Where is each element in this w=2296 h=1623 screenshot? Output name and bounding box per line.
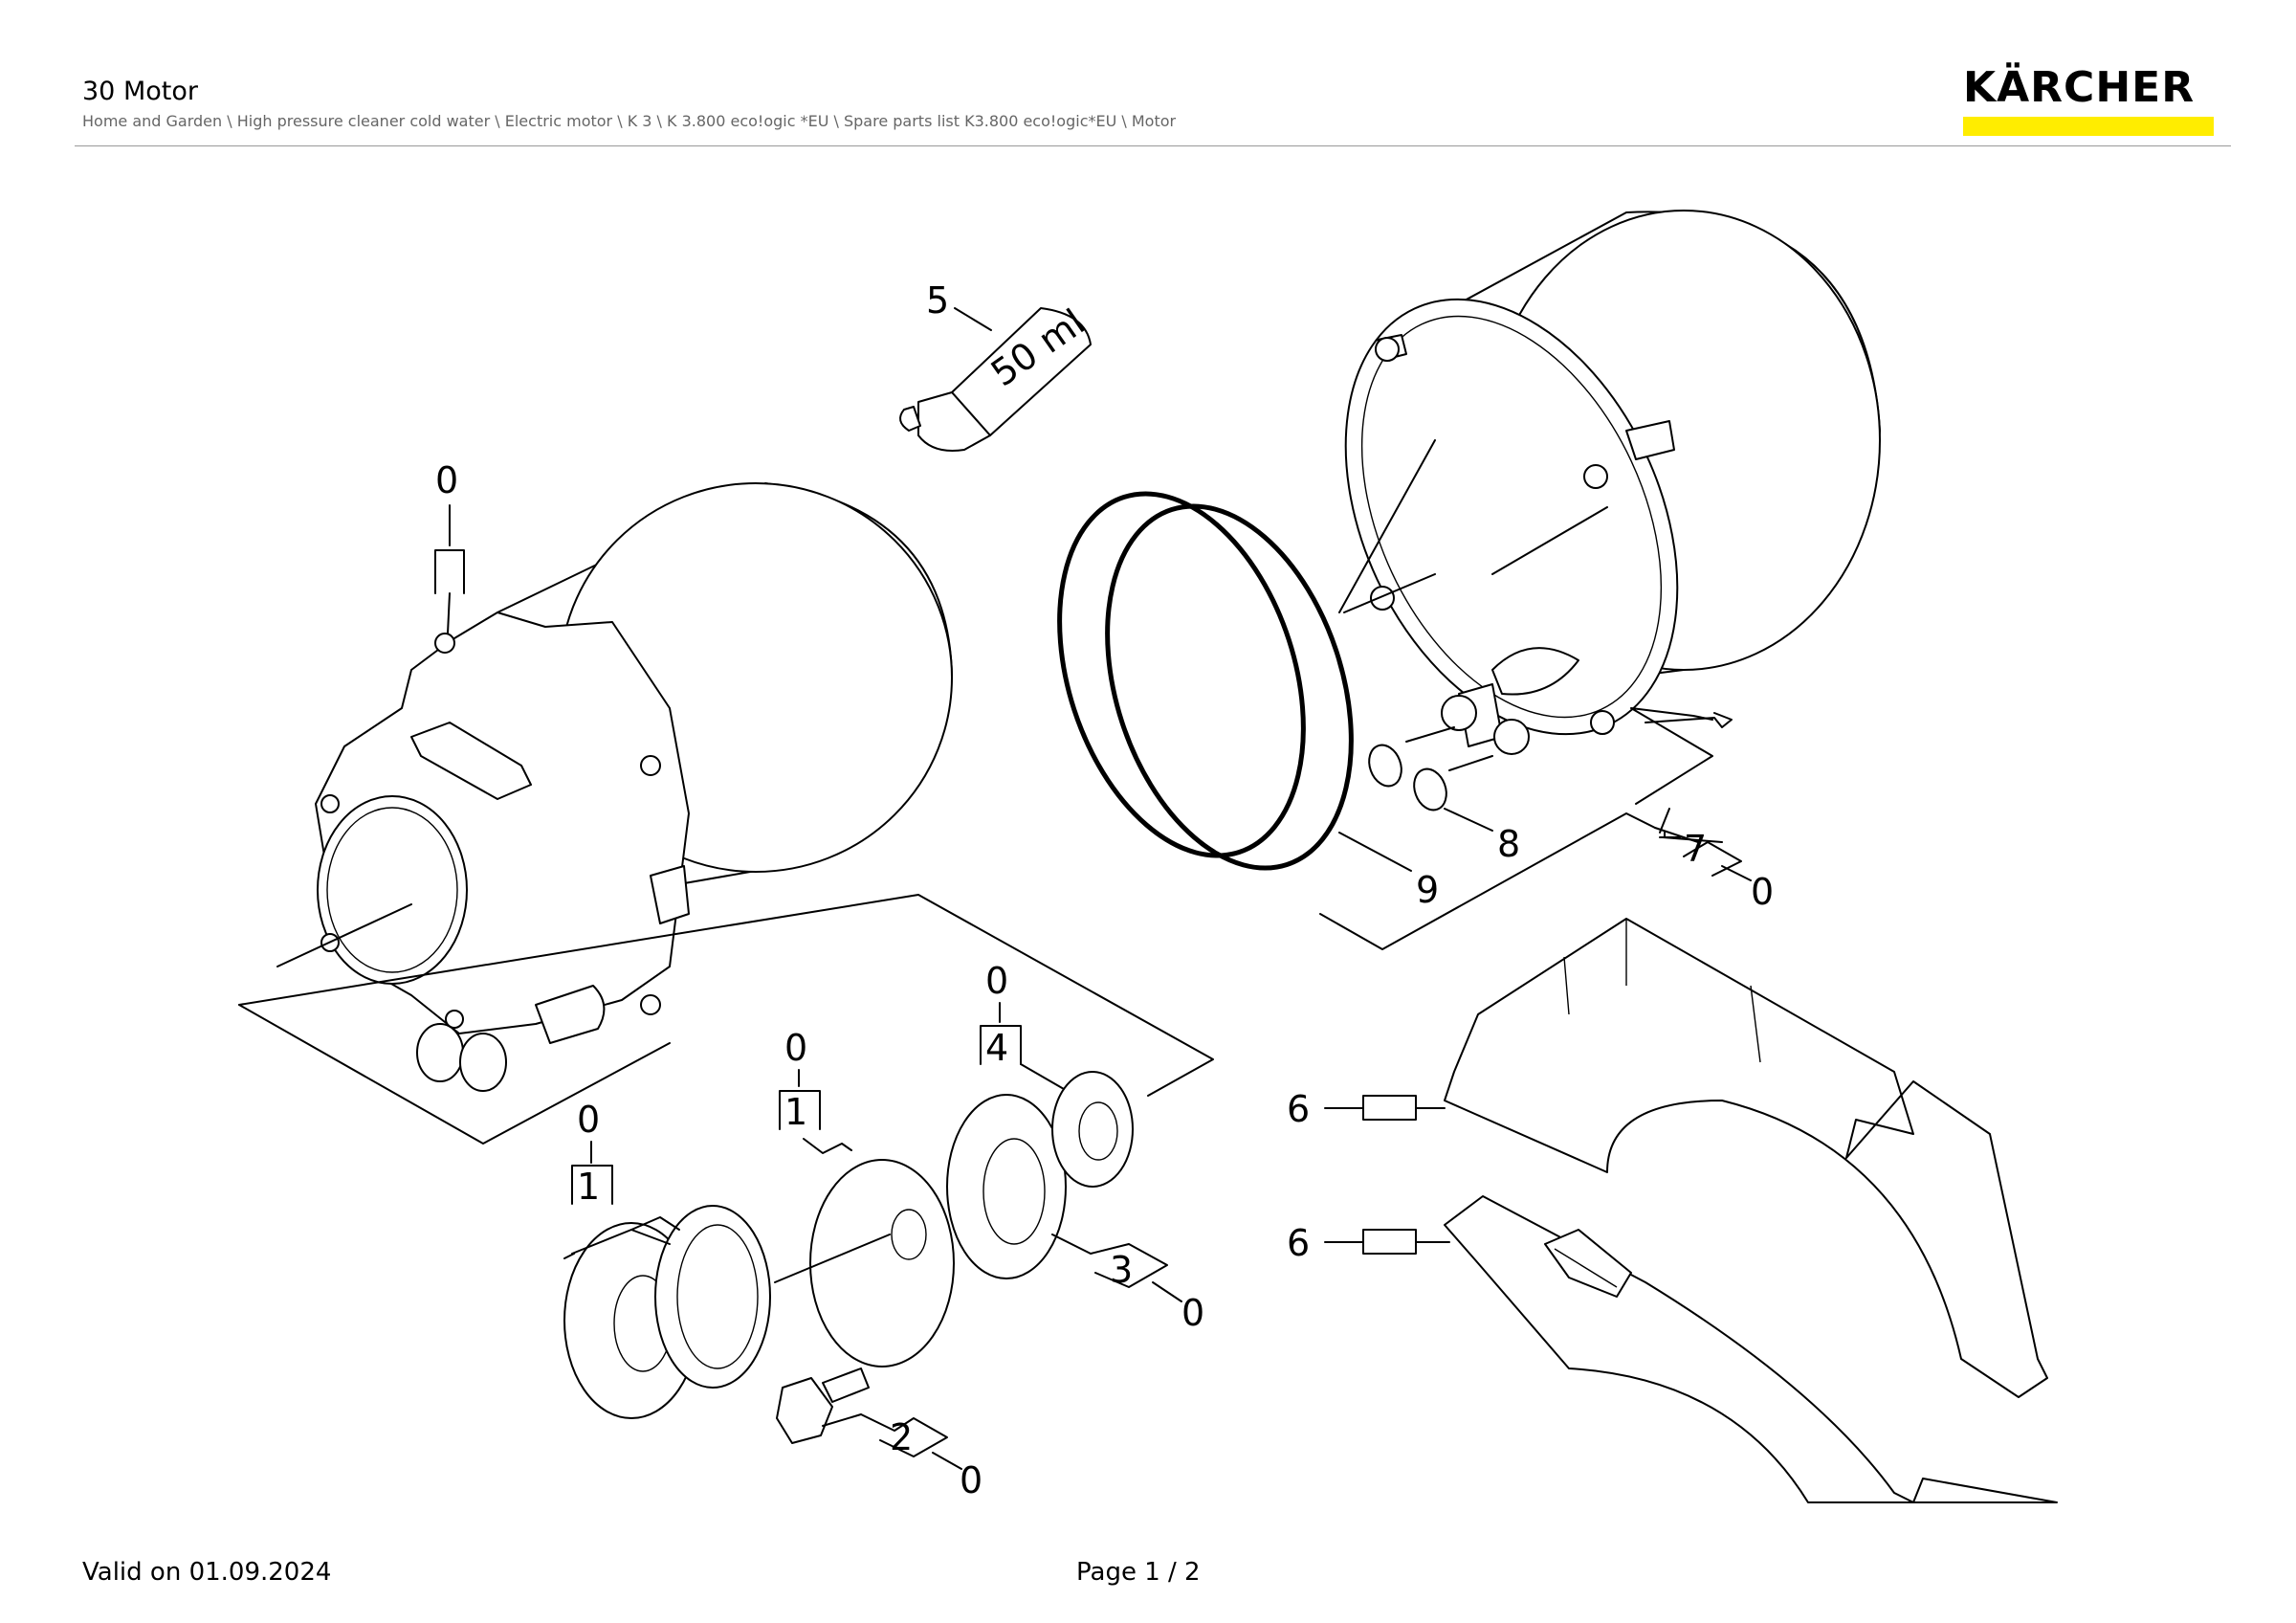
leader-8-a [1405, 726, 1455, 743]
callout-1-a: 1 [577, 1166, 600, 1208]
grease-tube: 50 ml [899, 300, 1093, 452]
callout-8: 8 [1497, 823, 1520, 865]
small-o-rings [1368, 744, 1447, 812]
seal-rings [1057, 491, 1354, 871]
bracket-4 [980, 1025, 1022, 1065]
callout-7-sub: 0 [1751, 871, 1774, 913]
leader-right-motor-c [1630, 707, 1713, 805]
bracket-1-b [779, 1090, 821, 1130]
leader-1-a-b [630, 1216, 680, 1231]
leader-4 [1020, 1063, 1065, 1090]
leader-right-motor-a [1319, 812, 1656, 950]
leader-shaft [774, 1234, 891, 1283]
leader-2 [822, 1413, 862, 1427]
right-motor-assembly [1338, 210, 1881, 755]
callout-1-b: 1 [784, 1091, 807, 1133]
breadcrumb: Home and Garden \ High pressure cleaner … [82, 112, 1177, 130]
bracket-1-a [571, 1165, 613, 1205]
bracket-0-top [434, 549, 465, 594]
leader-right-motor-b [1645, 712, 1733, 728]
ball-bearing [946, 1094, 1067, 1279]
leader-3-sub [1152, 1281, 1182, 1302]
leader-8-b [1448, 755, 1493, 771]
callout-2-sub: 0 [960, 1459, 982, 1501]
logo-wordmark: KÄRCHER [1963, 63, 2196, 112]
callout-3-sub: 0 [1181, 1292, 1204, 1334]
callout-0-top: 0 [435, 459, 458, 501]
callout-3: 3 [1110, 1249, 1133, 1291]
valid-date: Valid on 01.09.2024 [82, 1558, 332, 1587]
bracket-2 [860, 1413, 948, 1457]
leader-7-sub [1721, 865, 1752, 881]
page-number: Page 1 / 2 [1076, 1558, 1201, 1587]
callout-6b: 6 [1287, 1222, 1310, 1264]
callout-5: 5 [926, 279, 949, 322]
motor-holder-lower [1444, 1195, 2058, 1503]
brand-logo: KÄRCHER [1963, 67, 2214, 136]
bearing-cap [809, 1159, 955, 1367]
leader-left-motor-a [238, 894, 1214, 1097]
bracket-6a [1362, 1095, 1417, 1121]
logo-yellow-bar [1963, 117, 2214, 136]
callout-0-b: 0 [784, 1027, 807, 1069]
hex-screw [776, 1367, 870, 1444]
shaft-seal [1051, 1071, 1134, 1188]
bracket-3 [1051, 1234, 1168, 1288]
left-motor-assembly [276, 482, 953, 1092]
leader-5 [954, 307, 992, 331]
callout-2: 2 [890, 1416, 913, 1458]
leader-1-b [803, 1138, 852, 1154]
callout-6a: 6 [1287, 1088, 1310, 1130]
header-divider [75, 145, 2231, 146]
callout-4: 4 [985, 1027, 1008, 1069]
motor-holder-upper [1444, 918, 2048, 1398]
bracket-6b [1362, 1229, 1417, 1255]
page-title: 30 Motor [82, 77, 198, 106]
leader-9 [1338, 832, 1412, 872]
callout-0-c: 0 [985, 960, 1008, 1002]
leader-left-motor-b [238, 1004, 671, 1145]
leader-2-sub [932, 1452, 962, 1470]
ball-cage [654, 1205, 771, 1389]
leader-8-c [1444, 808, 1493, 832]
callout-0-a: 0 [577, 1099, 600, 1141]
leader-0-top-b [447, 592, 451, 634]
callout-7: 7 [1684, 828, 1707, 870]
callout-9: 9 [1416, 869, 1439, 911]
